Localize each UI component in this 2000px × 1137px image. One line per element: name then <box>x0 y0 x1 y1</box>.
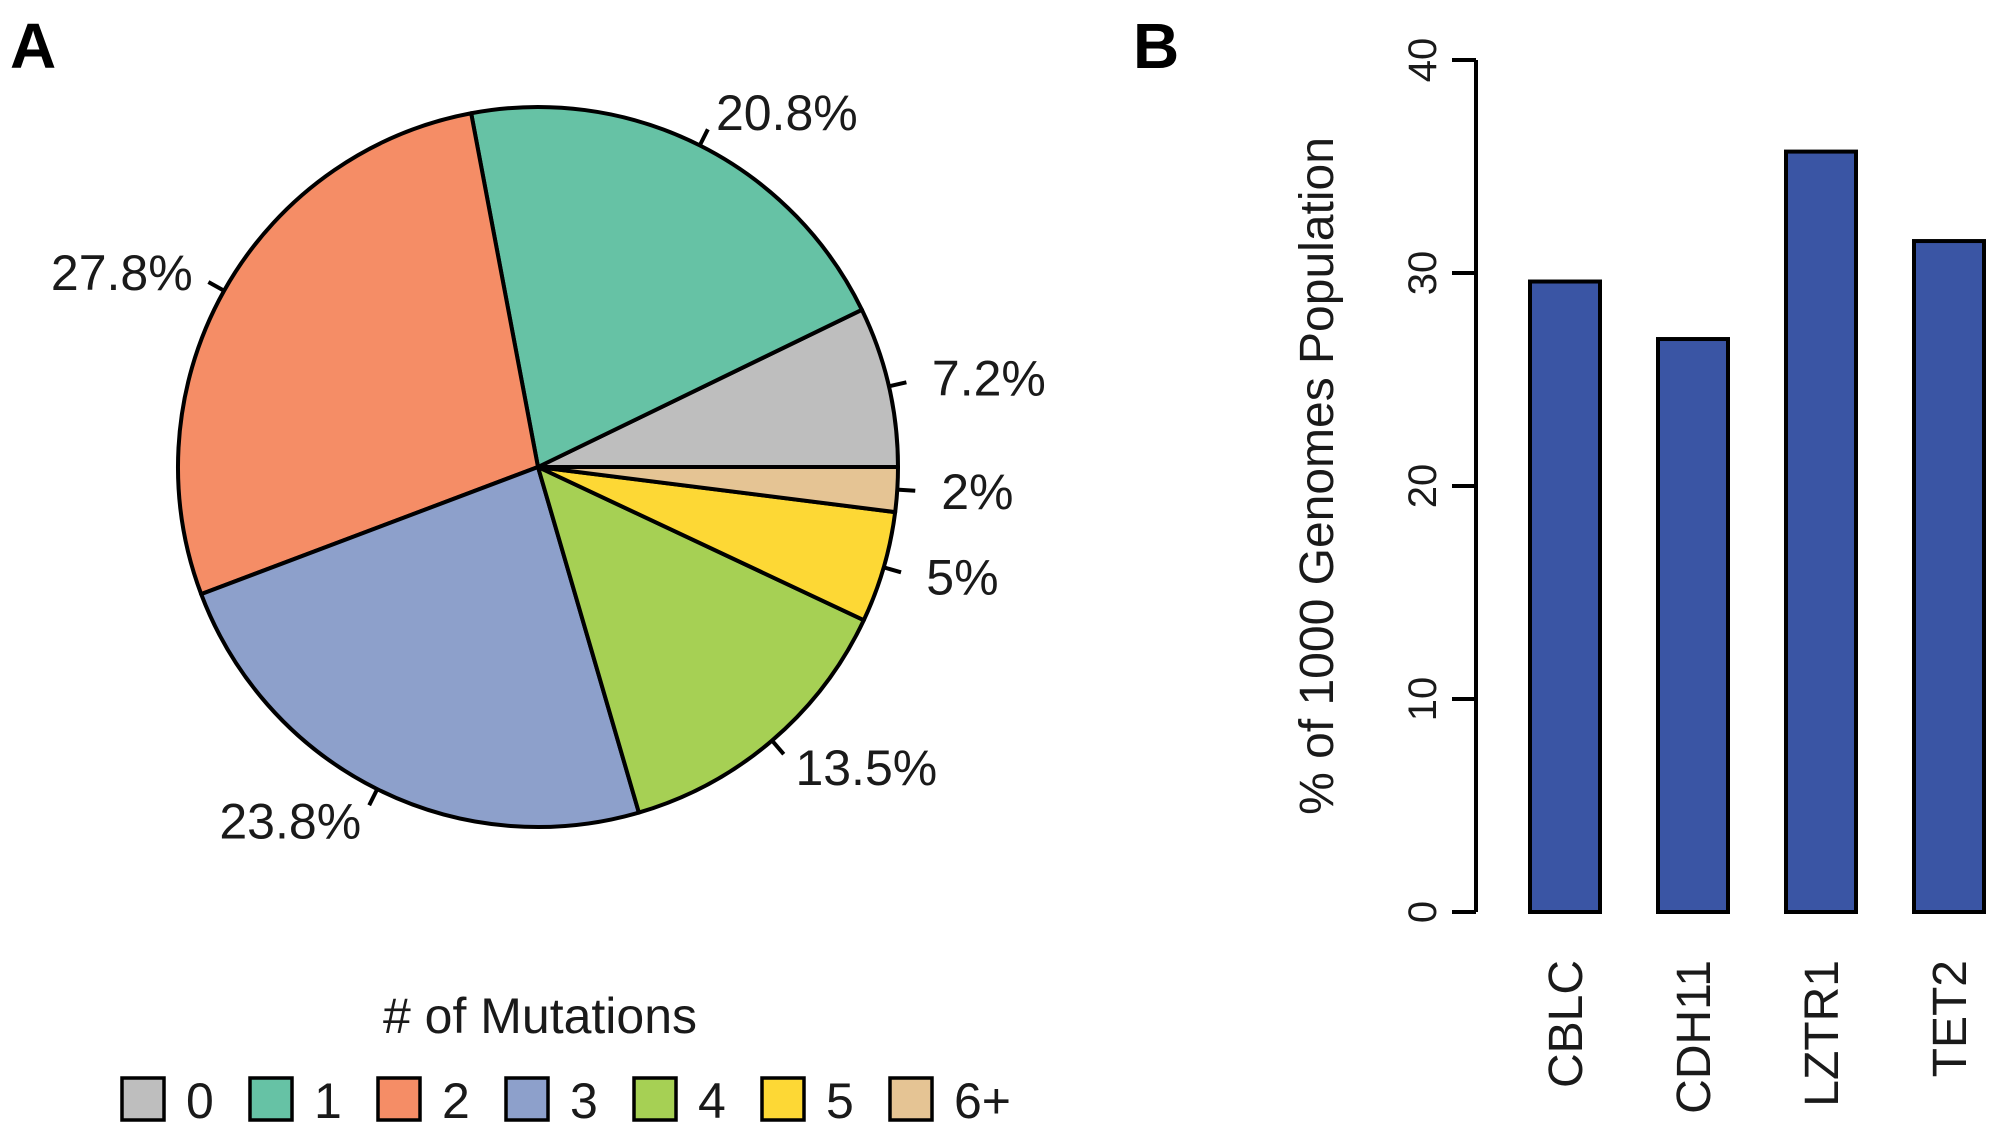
y-tick-label-40: 40 <box>1401 38 1445 83</box>
pie-label-tick-0 <box>888 380 907 389</box>
pie-label-tick-4 <box>770 739 786 756</box>
bar-TET2 <box>1912 239 1986 915</box>
legend-swatch-1 <box>248 1076 294 1122</box>
pie-label-4: 13.5% <box>795 740 937 796</box>
bar-chart: 0 10 20 30 40 % of 1000 Genomes PopulationCBL… <box>1291 38 1986 1114</box>
legend-label-0: 0 <box>186 1073 214 1129</box>
legend-label-3: 3 <box>570 1073 598 1129</box>
bar-CDH11 <box>1656 337 1730 914</box>
pie-label-0: 7.2% <box>932 350 1046 406</box>
pie-labels: 7.2% 20.8% 27.8% 23.8% 13.5% 5% 2% <box>51 85 1046 849</box>
pie-label-tick-3 <box>367 788 380 807</box>
legend-label-1: 1 <box>314 1073 342 1129</box>
y-tick-label-30: 30 <box>1401 251 1445 296</box>
pie-label-tick-6+ <box>897 487 916 493</box>
y-axis-label: % of 1000 Genomes Population <box>1291 137 1344 815</box>
y-tick-label-20: 20 <box>1401 464 1445 509</box>
pie-label-tick-1 <box>697 128 710 147</box>
pie-label-2: 27.8% <box>51 245 193 301</box>
legend-title: # of Mutations <box>383 988 697 1044</box>
panel-a-label: A <box>10 10 56 82</box>
pie-label-tick-2 <box>207 280 226 293</box>
pie-slice-0 <box>536 307 900 469</box>
pie-label-6+: 2% <box>941 464 1013 520</box>
x-tick-label-CBLC: CBLC <box>1540 960 1593 1088</box>
legend-label-6+: 6+ <box>954 1073 1011 1129</box>
pie-label-1: 20.8% <box>716 85 858 141</box>
y-tick-label-10: 10 <box>1401 677 1445 722</box>
y-tick-label-0: 0 <box>1401 901 1445 923</box>
x-tick-label-CDH11: CDH11 <box>1668 960 1721 1114</box>
bar-LZTR1 <box>1784 149 1858 914</box>
panel-b-label: B <box>1133 10 1179 82</box>
pie-slice-3 <box>199 465 641 829</box>
pie-legend: # of Mutations 0 1 2 3 4 5 6+ <box>120 988 1011 1129</box>
pie-label-3: 23.8% <box>219 793 361 849</box>
pie-label-tick-5 <box>883 565 902 575</box>
bar-CBLC <box>1528 279 1602 914</box>
pie-label-5: 5% <box>926 549 998 605</box>
x-tick-label-TET2: TET2 <box>1924 960 1977 1077</box>
legend-label-4: 4 <box>698 1073 726 1129</box>
legend-swatch-6+ <box>888 1076 934 1122</box>
legend-swatch-4 <box>632 1076 678 1122</box>
legend-swatch-3 <box>504 1076 550 1122</box>
x-tick-label-LZTR1: LZTR1 <box>1796 960 1849 1107</box>
legend-swatch-0 <box>120 1076 166 1122</box>
legend-swatch-2 <box>376 1076 422 1122</box>
pie-chart <box>176 105 901 829</box>
legend-label-2: 2 <box>442 1073 470 1129</box>
legend-label-5: 5 <box>826 1073 854 1129</box>
legend-swatch-5 <box>760 1076 806 1122</box>
